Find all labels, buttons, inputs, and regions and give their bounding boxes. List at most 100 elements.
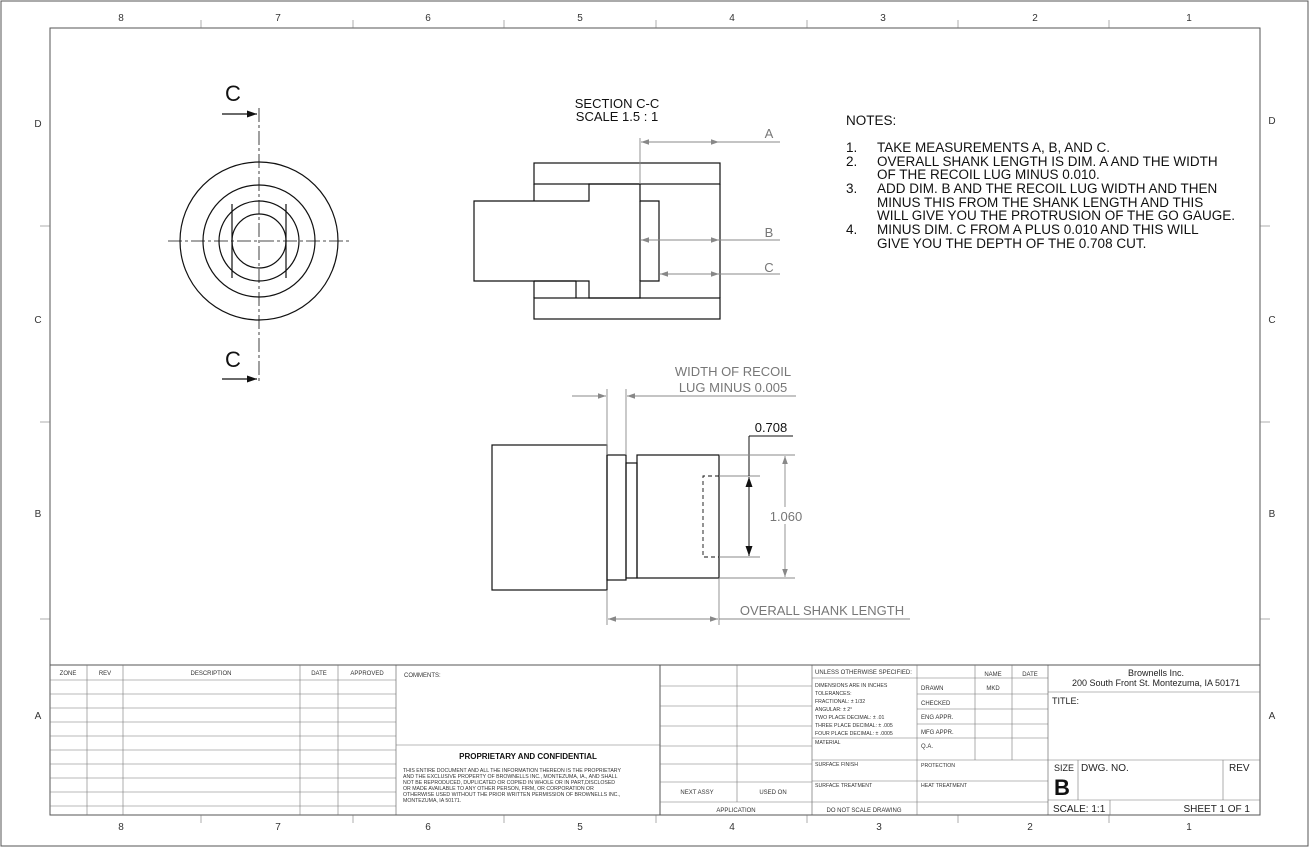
unless-specified-label: UNLESS OTHERWISE SPECIFIED:: [815, 670, 912, 676]
proprietary-line-4: OR MADE AVAILABLE TO ANY OTHER PERSON, F…: [403, 786, 594, 792]
used-on-label: USED ON: [759, 790, 786, 796]
zone-col-7: 7: [275, 13, 281, 24]
date-header: DATE: [1022, 672, 1038, 678]
proprietary-line-1: THIS ENTIRE DOCUMENT AND ALL THE INFORMA…: [403, 768, 621, 774]
shank-length-label: OVERALL SHANK LENGTH: [740, 603, 904, 618]
size-value: B: [1054, 775, 1070, 800]
notes-heading: NOTES:: [846, 113, 896, 128]
zone-col-1-bottom: 1: [1186, 822, 1192, 833]
note-2-line-2: OF THE RECOIL LUG MINUS 0.010.: [877, 167, 1100, 182]
drawn-label: DRAWN: [921, 686, 943, 692]
tolerance-line-4: ANGULAR: ± 2°: [815, 707, 852, 713]
zone-row-d-right: D: [1268, 116, 1275, 127]
proprietary-line-2: AND THE EXCLUSIVE PROPERTY OF BROWNELLS …: [403, 774, 618, 780]
tolerance-line-5: TWO PLACE DECIMAL: ± .01: [815, 715, 885, 721]
zone-labels: 8 7 6 5 4 3 2 1 8 7 6 5 4 3 2 1 D C B A …: [34, 13, 1275, 833]
note-3-line-3: WILL GIVE YOU THE PROTRUSION OF THE GO G…: [877, 208, 1235, 223]
zone-col-6: 6: [425, 13, 431, 24]
sheet-label: SHEET 1 OF 1: [1183, 804, 1250, 815]
note-3-line-1: ADD DIM. B AND THE RECOIL LUG WIDTH AND …: [877, 181, 1217, 196]
zone-row-d: D: [34, 119, 41, 130]
name-header: NAME: [984, 672, 1001, 678]
tolerance-line-1: DIMENSIONS ARE IN INCHES: [815, 683, 888, 689]
title-block: ZONE REV DESCRIPTION DATE APPROVED COMME…: [50, 664, 1260, 815]
rev-header-rev: REV: [99, 671, 111, 677]
proprietary-title: PROPRIETARY AND CONFIDENTIAL: [459, 752, 597, 761]
section-label-bottom: C: [225, 347, 241, 372]
zone-row-c-right: C: [1268, 315, 1275, 326]
recoil-label-line-2: LUG MINUS 0.005: [679, 380, 787, 395]
next-assy-label: NEXT ASSY: [680, 790, 713, 796]
surface-finish-label: SURFACE FINISH: [815, 762, 858, 768]
surface-treatment-label: SURFACE TREATMENT: [815, 783, 873, 789]
zone-col-7-bottom: 7: [275, 822, 281, 833]
rev-header-date: DATE: [311, 671, 327, 677]
note-1-line-1: TAKE MEASUREMENTS A, B, AND C.: [877, 140, 1110, 155]
do-not-scale-label: DO NOT SCALE DRAWING: [826, 808, 901, 814]
section-scale: SCALE 1.5 : 1: [576, 109, 658, 124]
note-2-line-1: OVERALL SHANK LENGTH IS DIM. A AND THE W…: [877, 154, 1218, 169]
material-label: MATERIAL: [815, 740, 841, 746]
proprietary-line-6: MONTEZUMA, IA 50171.: [403, 798, 461, 804]
zone-row-b-right: B: [1269, 509, 1276, 520]
note-4-line-2: GIVE YOU THE DEPTH OF THE 0.708 CUT.: [877, 236, 1146, 251]
zone-col-5: 5: [577, 13, 583, 24]
zone-col-1: 1: [1186, 13, 1192, 24]
cut-depth-label: 0.708: [755, 420, 788, 435]
zone-col-3-bottom: 3: [876, 822, 882, 833]
tolerance-line-3: FRACTIONAL: ± 1/32: [815, 699, 865, 705]
mfg-appr-label: MFG APPR.: [921, 730, 954, 736]
checked-label: CHECKED: [921, 701, 951, 707]
section-label-top: C: [225, 81, 241, 106]
heat-treatment-label: HEAT TREATMENT: [921, 783, 968, 789]
qa-label: Q.A.: [921, 744, 933, 750]
application-label: APPLICATION: [716, 808, 755, 814]
company-name: Brownells Inc.: [1128, 668, 1184, 678]
note-2-num: 2.: [846, 154, 857, 169]
protection-label: PROTECTION: [921, 763, 955, 769]
zone-col-8-bottom: 8: [118, 822, 124, 833]
dim-b-label: B: [765, 225, 774, 240]
rev-label: REV: [1229, 763, 1250, 774]
zone-col-2: 2: [1032, 13, 1038, 24]
rev-header-zone: ZONE: [60, 671, 77, 677]
note-4-line-1: MINUS DIM. C FROM A PLUS 0.010 AND THIS …: [877, 222, 1199, 237]
tolerance-line-7: FOUR PLACE DECIMAL: ± .0005: [815, 731, 893, 737]
side-view: WIDTH OF RECOIL LUG MINUS 0.005 0.708 1.…: [491, 364, 910, 625]
dim-c-label: C: [764, 260, 773, 275]
section-view: SECTION C-C SCALE 1.5 : 1 A B C: [473, 96, 780, 320]
zone-col-4-bottom: 4: [729, 822, 735, 833]
zone-col-3: 3: [880, 13, 886, 24]
zone-row-c: C: [34, 315, 41, 326]
scale-label: SCALE: 1:1: [1053, 804, 1106, 815]
proprietary-line-3: NOT BE REPRODUCED, DUPLICATED OR COPIED …: [403, 780, 615, 786]
proprietary-line-5: OTHERWISE USED WITHOUT THE PRIOR WRITTEN…: [403, 792, 620, 798]
drawn-by-value: MKD: [986, 686, 1000, 692]
notes-block: NOTES: 1. TAKE MEASUREMENTS A, B, AND C.…: [846, 113, 1235, 251]
rev-header-description: DESCRIPTION: [190, 671, 231, 677]
size-label: SIZE: [1054, 763, 1074, 773]
note-4-num: 4.: [846, 222, 857, 237]
eng-appr-label: ENG APPR.: [921, 715, 954, 721]
zone-row-b: B: [35, 509, 42, 520]
tolerance-line-6: THREE PLACE DECIMAL: ± .005: [815, 723, 893, 729]
dim-a-label: A: [765, 126, 774, 141]
zone-col-6-bottom: 6: [425, 822, 431, 833]
zone-col-5-bottom: 5: [577, 822, 583, 833]
recoil-label-line-1: WIDTH OF RECOIL: [675, 364, 791, 379]
zone-col-8: 8: [118, 13, 124, 24]
comments-label: COMMENTS:: [404, 673, 441, 679]
tolerance-line-2: TOLERANCES:: [815, 691, 852, 697]
zone-col-4: 4: [729, 13, 735, 24]
end-view: C C: [168, 81, 350, 383]
note-3-num: 3.: [846, 181, 857, 196]
zone-row-a-right: A: [1269, 711, 1276, 722]
dwg-no-label: DWG. NO.: [1081, 763, 1129, 774]
section-title: SECTION C-C: [575, 96, 660, 111]
note-3-line-2: MINUS THIS FROM THE SHANK LENGTH AND THI…: [877, 195, 1203, 210]
note-1-num: 1.: [846, 140, 857, 155]
title-label: TITLE:: [1052, 696, 1079, 706]
company-address: 200 South Front St. Montezuma, IA 50171: [1072, 678, 1240, 688]
